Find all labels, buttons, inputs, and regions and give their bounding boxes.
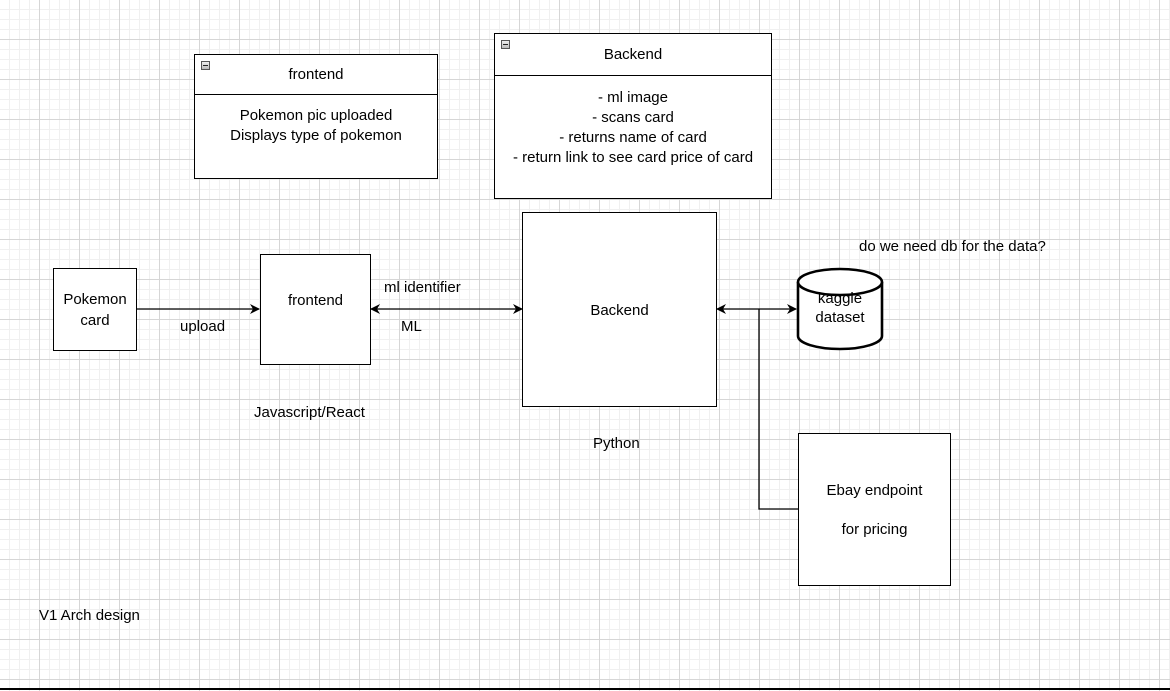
ebay-endpoint-label: for pricing [841, 520, 908, 538]
kaggle-dataset-line: dataset [815, 309, 865, 326]
backend-node[interactable]: Backend [522, 212, 717, 407]
kaggle-dataset-line: kaggle [817, 290, 863, 307]
upload-edge-label: upload [180, 318, 226, 335]
pokemon-card-node[interactable]: Pokemon card [53, 268, 137, 351]
backend-note-line: - scans card [592, 109, 674, 126]
backend-note-body: - ml image - scans card - returns name o… [495, 76, 771, 168]
design-title: V1 Arch design [39, 607, 140, 624]
backend-note-line: - returns name of card [559, 129, 707, 146]
backend-node-label: Backend [590, 302, 649, 319]
collapse-icon[interactable] [201, 61, 210, 70]
database-cylinder-icon[interactable] [796, 267, 884, 351]
ebay-endpoint-label: Ebay endpoint [826, 481, 923, 499]
backend-note-title: Backend [603, 46, 663, 63]
frontend-note-header: frontend [195, 55, 437, 95]
db-question-caption: do we need db for the data? [859, 238, 1046, 255]
backend-note-line: - ml image [597, 89, 668, 106]
frontend-note-panel[interactable]: frontend Pokemon pic uploaded Displays t… [194, 54, 438, 179]
backend-note-line: - return link to see card price of card [512, 149, 754, 166]
frontend-note-title: frontend [288, 66, 344, 83]
kaggle-dataset-label: kaggle dataset [798, 289, 882, 327]
frontend-note-line: Pokemon pic uploaded [239, 107, 393, 124]
ml-edge-label: ML [401, 318, 422, 335]
frontend-note-body: Pokemon pic uploaded Displays type of po… [195, 95, 437, 146]
backend-tech-caption: Python [593, 435, 640, 452]
ebay-branch-connector[interactable] [758, 309, 798, 510]
pokemon-card-label: card [80, 311, 110, 329]
frontend-node[interactable]: frontend [260, 254, 371, 365]
frontend-node-label: frontend [287, 292, 344, 309]
frontend-tech-caption: Javascript/React [254, 404, 365, 421]
collapse-icon[interactable] [501, 40, 510, 49]
pokemon-card-label: Pokemon [63, 290, 127, 308]
frontend-note-line: Displays type of pokemon [230, 127, 402, 144]
bottom-divider [0, 688, 1170, 690]
backend-note-panel[interactable]: Backend - ml image - scans card - return… [494, 33, 772, 199]
ebay-endpoint-node[interactable]: Ebay endpoint for pricing [798, 433, 951, 586]
backend-note-header: Backend [495, 34, 771, 76]
ml-identifier-edge-label: ml identifier [384, 279, 461, 296]
